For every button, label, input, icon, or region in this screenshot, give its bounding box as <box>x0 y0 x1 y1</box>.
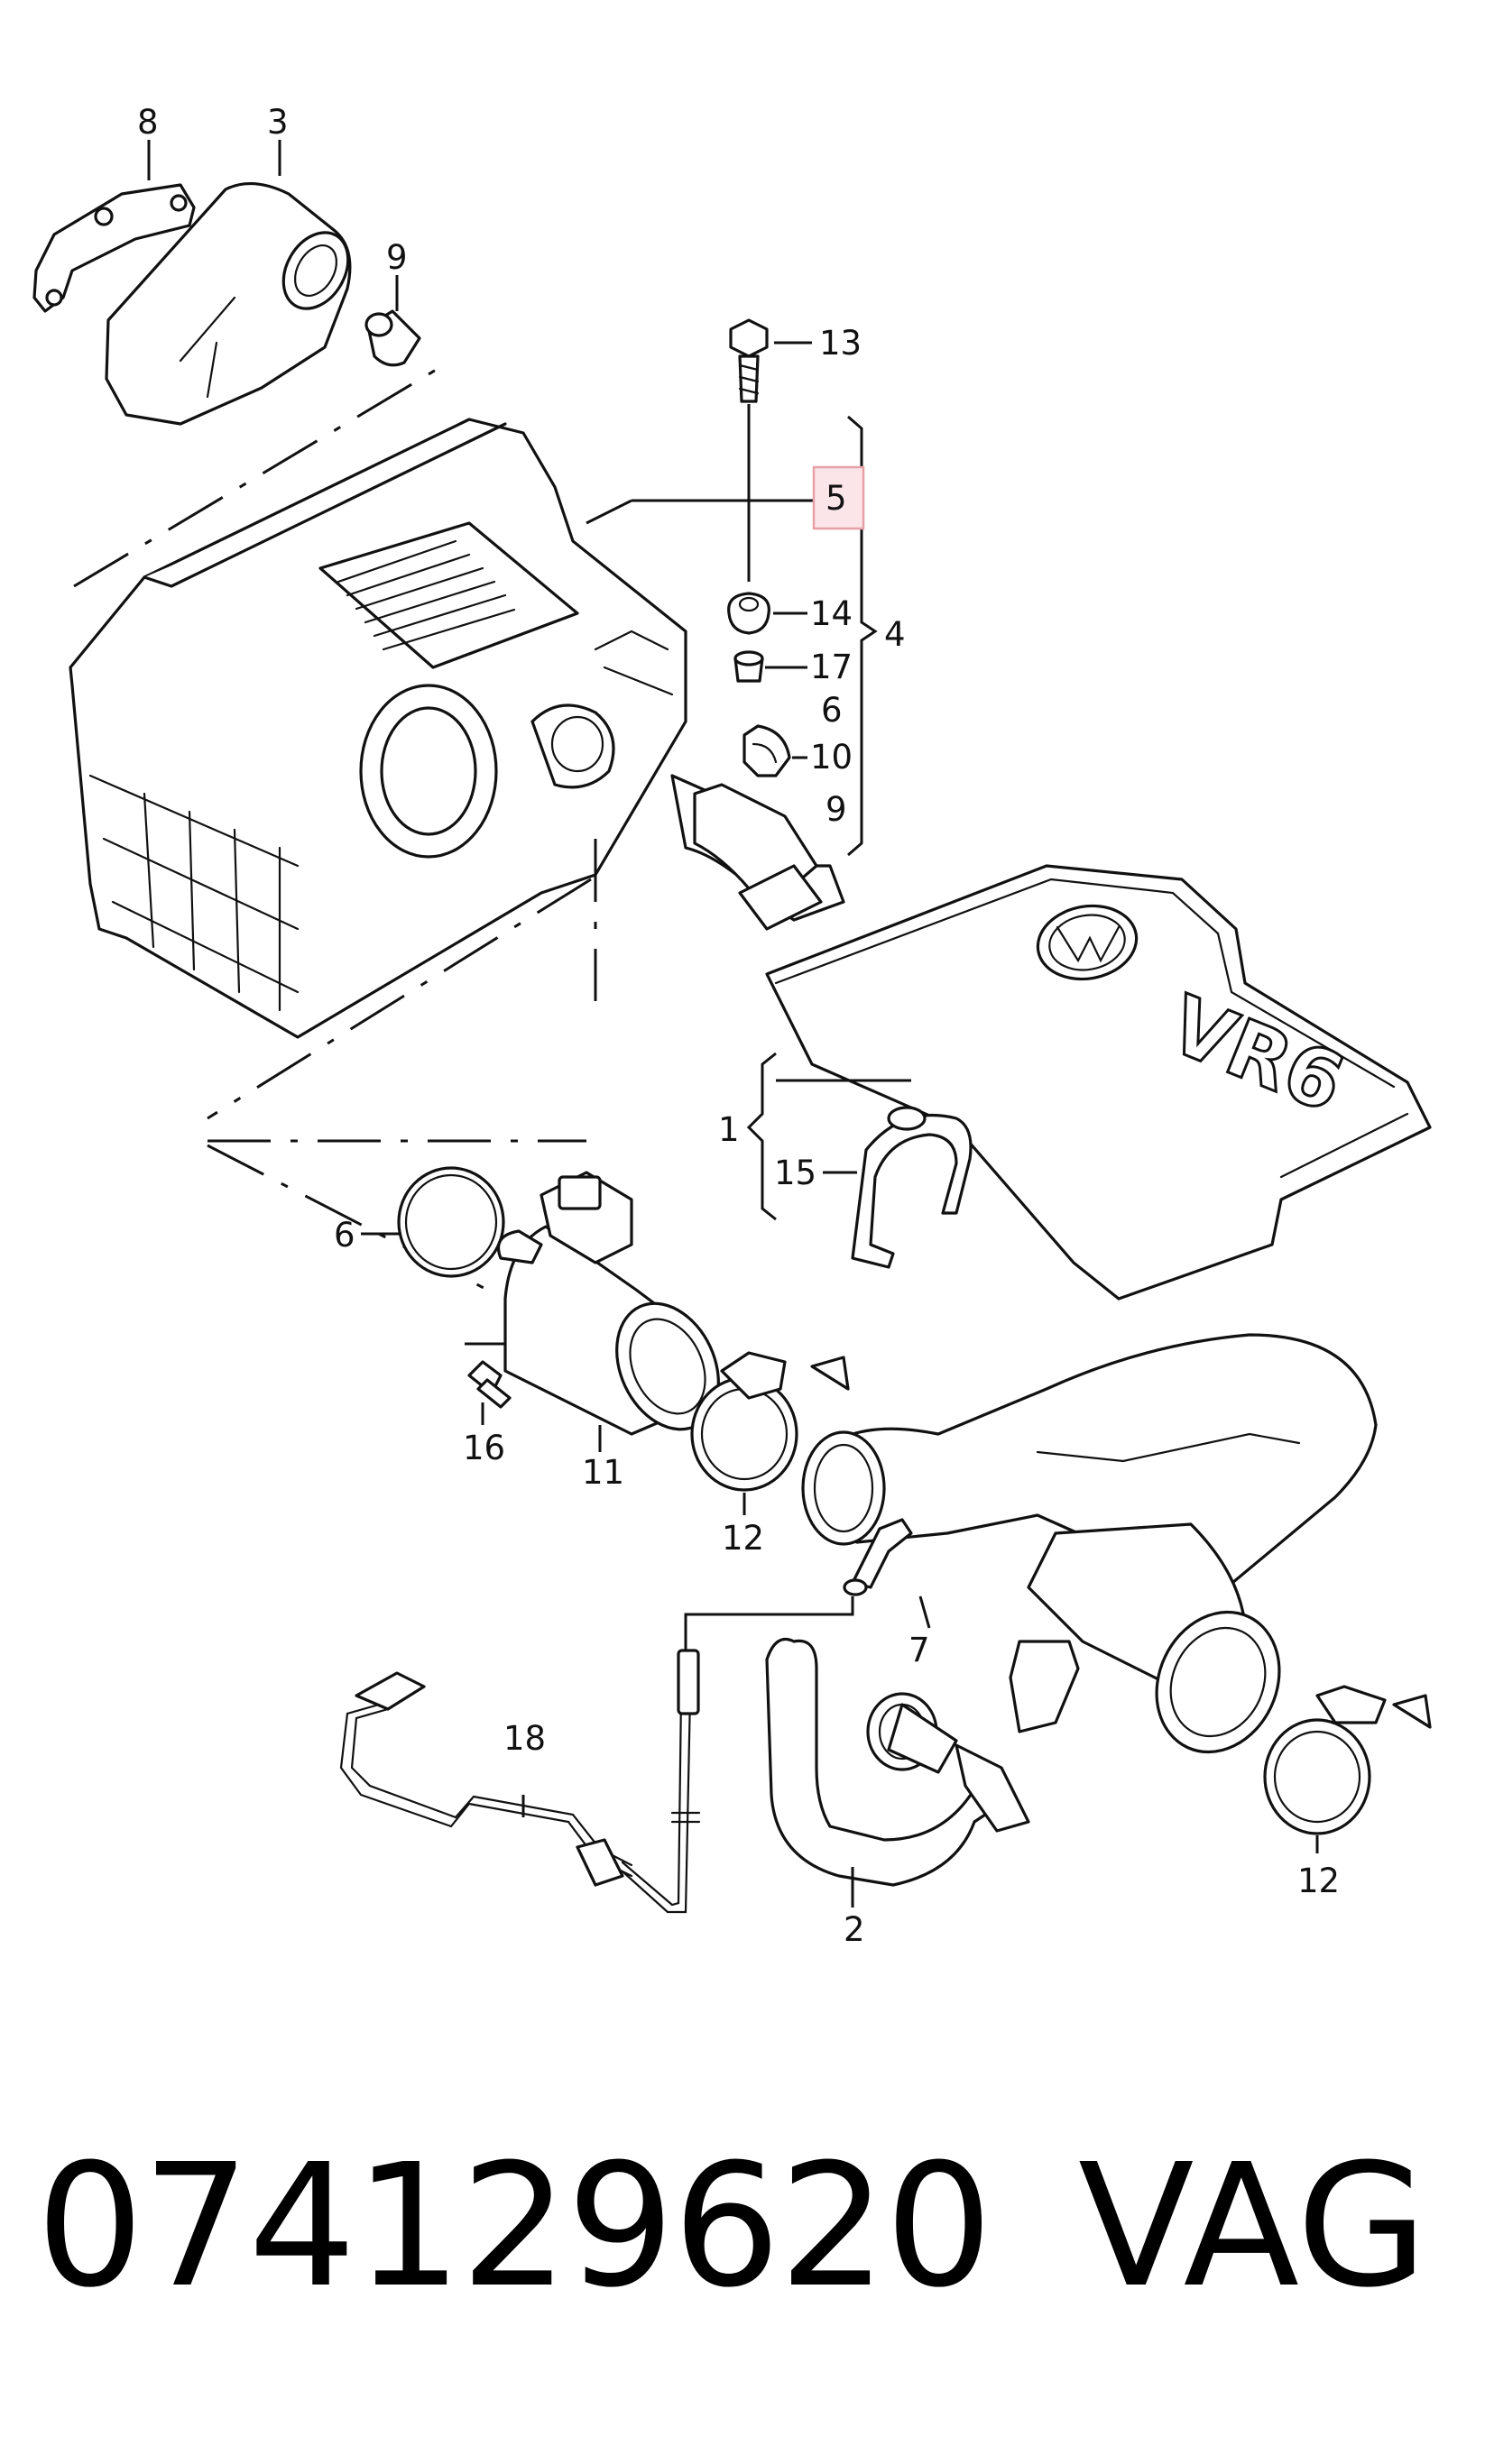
part-number: 074129620 <box>36 2128 993 2325</box>
breather-hose-part-2 <box>765 1637 1030 1908</box>
wire-harness-part-18 <box>339 1596 854 1914</box>
callout-4: 4 <box>884 615 906 654</box>
callout-12-right: 12 <box>1297 1862 1340 1900</box>
callout-9-right: 9 <box>826 790 847 829</box>
highlight-box-5 <box>812 465 865 530</box>
clip-part-15 <box>851 1106 973 1269</box>
air-duct-part-3 <box>105 181 352 426</box>
callout-1: 1 <box>718 1110 740 1149</box>
callout-7: 7 <box>909 1631 930 1669</box>
leader-lines-top <box>147 140 816 759</box>
bracket-part-8 <box>32 183 196 313</box>
callout-13: 13 <box>819 324 862 363</box>
elbow-sleeve-part-9 <box>693 783 823 931</box>
callout-labels: 8 3 9 13 5 14 4 17 6 10 9 1 15 6 16 11 1… <box>137 103 1340 1949</box>
sleeve-part-9 <box>364 309 421 367</box>
callout-10: 10 <box>810 738 853 777</box>
air-filter-housing <box>69 418 845 1039</box>
grommet-part-14 <box>727 592 770 635</box>
group-4-bracket <box>847 415 878 857</box>
callout-18: 18 <box>503 1719 546 1758</box>
callout-6: 6 <box>334 1216 355 1255</box>
callout-9-top: 9 <box>386 238 408 277</box>
bolt-part-13 <box>729 318 769 582</box>
nut-part-17 <box>733 650 764 683</box>
callout-8: 8 <box>137 103 159 142</box>
callout-5: 5 <box>826 479 847 518</box>
hose-clamp-part-12-right <box>1263 1685 1432 1853</box>
brand-label: VAG <box>1078 2128 1428 2325</box>
screw-part-16 <box>467 1360 512 1425</box>
callout-2: 2 <box>844 1910 865 1949</box>
engine-cover: VR6 <box>765 864 1432 1301</box>
callout-17: 17 <box>810 648 853 686</box>
hose-clamp-part-12-left <box>690 1351 850 1515</box>
mass-air-meter-part-11 <box>496 1171 720 1452</box>
callout-11: 11 <box>582 1453 624 1492</box>
callout-12-left: 12 <box>722 1519 764 1558</box>
callout-3: 3 <box>267 103 289 142</box>
callout-6-top: 6 <box>821 691 843 730</box>
group-1-bracket <box>746 1052 911 1221</box>
callout-16: 16 <box>463 1429 505 1467</box>
callout-15: 15 <box>774 1154 816 1192</box>
o-ring-part-6 <box>361 1166 505 1278</box>
callout-14: 14 <box>810 594 853 633</box>
intake-pipe-part-7 <box>801 1333 1378 1754</box>
clip-part-10 <box>742 724 791 777</box>
